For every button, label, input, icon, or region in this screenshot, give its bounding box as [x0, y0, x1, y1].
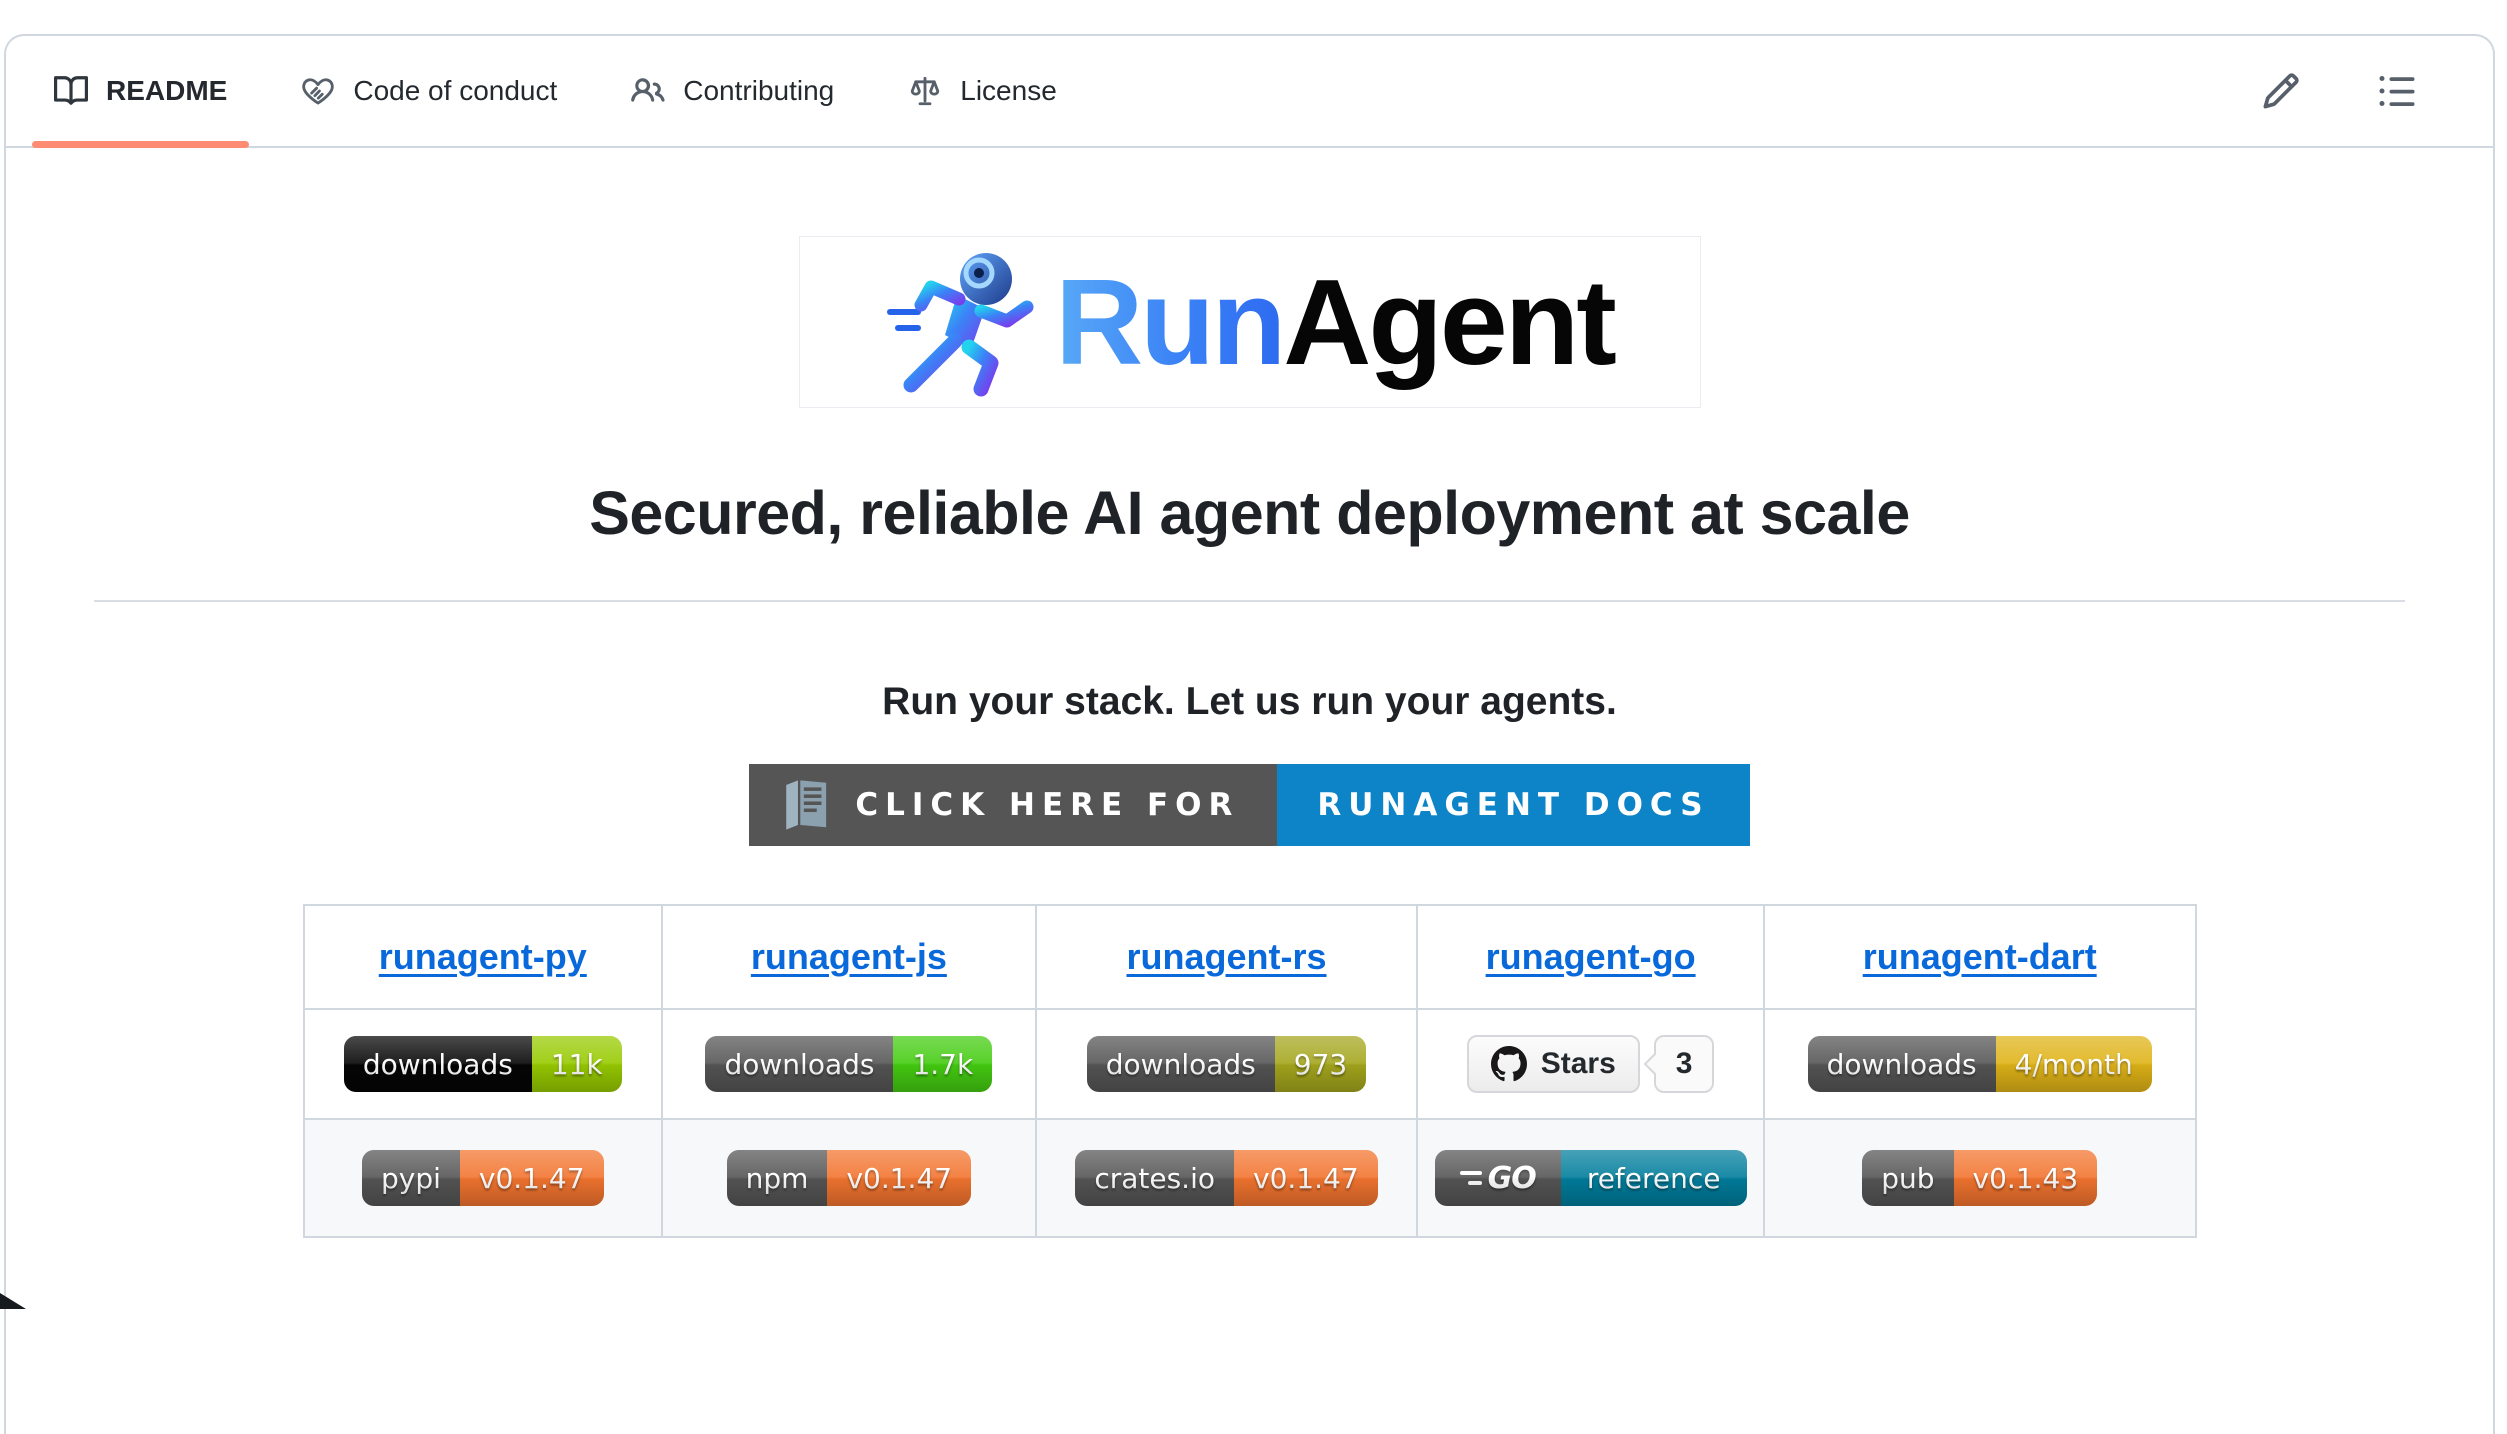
badge-value: 973	[1274, 1036, 1367, 1092]
edit-pencil-icon[interactable]	[2261, 71, 2301, 111]
badge-label: downloads	[705, 1036, 894, 1092]
stars-label: Stars	[1540, 1047, 1616, 1080]
badge-value: v0.1.47	[1234, 1150, 1378, 1206]
package-table-header-row: runagent-py runagent-js runagent-rs runa…	[302, 904, 2197, 1010]
book-icon	[54, 76, 88, 105]
badge-value: v0.1.43	[1953, 1150, 2098, 1206]
law-icon	[911, 76, 940, 106]
npm-downloads-badge[interactable]: downloads 1.7k	[705, 1036, 993, 1092]
badge-label: crates.io	[1075, 1150, 1234, 1206]
tab-readme[interactable]: README	[28, 36, 253, 148]
page-title: Secured, reliable AI agent deployment at…	[94, 478, 2405, 602]
crates-downloads-badge[interactable]: downloads 973	[1086, 1036, 1367, 1092]
crates-version-badge[interactable]: crates.io v0.1.47	[1075, 1150, 1378, 1206]
badge-label: pypi	[361, 1150, 460, 1206]
badge-value: v0.1.47	[459, 1150, 604, 1206]
version-row: pypi v0.1.47 npm v0.1.47 crates.io v0.1.…	[302, 1118, 2197, 1238]
pypi-version-badge[interactable]: pypi v0.1.47	[361, 1150, 604, 1206]
link-runagent-py[interactable]: runagent-py	[378, 936, 587, 977]
readme-tabbar: README Code of conduct Contributing Lice…	[6, 36, 2493, 148]
package-table: runagent-py runagent-js runagent-rs runa…	[302, 904, 2197, 1238]
npm-version-badge[interactable]: npm v0.1.47	[726, 1150, 972, 1206]
go-logo-icon: GO	[1454, 1161, 1542, 1196]
docs-badge-left: CLICK HERE FOR	[749, 764, 1278, 846]
badge-label: downloads	[1807, 1036, 1996, 1092]
brand-run-text: Run	[1055, 254, 1286, 390]
badge-value: 1.7k	[893, 1036, 993, 1092]
badge-label: downloads	[343, 1036, 532, 1092]
github-stars-badge[interactable]: Stars 3	[1466, 1035, 1715, 1093]
tab-contributing-label: Contributing	[683, 75, 835, 106]
go-logo-segment: GO	[1434, 1150, 1561, 1206]
running-robot-icon	[887, 253, 1034, 397]
badge-value: 11k	[531, 1036, 622, 1092]
tab-readme-label: README	[106, 75, 228, 106]
pub-downloads-badge[interactable]: downloads 4/month	[1807, 1036, 2152, 1092]
link-runagent-dart[interactable]: runagent-dart	[1862, 936, 2097, 977]
stars-button: Stars	[1466, 1035, 1640, 1093]
tab-code-of-conduct-label: Code of conduct	[353, 75, 558, 106]
brand-agent-text: Agent	[1283, 254, 1617, 390]
readme-card: README Code of conduct Contributing Lice…	[4, 34, 2495, 1434]
tagline: Run your stack. Let us run your agents.	[882, 680, 1617, 723]
runagent-docs-badge[interactable]: CLICK HERE FOR RUNAGENT DOCS	[749, 764, 1750, 846]
pypi-downloads-badge[interactable]: downloads 11k	[343, 1036, 622, 1092]
go-reference-badge[interactable]: GO reference	[1434, 1150, 1747, 1206]
tab-license[interactable]: License	[882, 36, 1083, 146]
stars-count: 3	[1653, 1035, 1715, 1093]
badge-value: 4/month	[1995, 1036, 2152, 1092]
read-the-docs-book-icon	[786, 780, 827, 830]
link-runagent-rs[interactable]: runagent-rs	[1126, 936, 1327, 977]
docs-badge-right: RUNAGENT DOCS	[1277, 764, 1750, 846]
link-runagent-js[interactable]: runagent-js	[750, 936, 947, 977]
badge-label: npm	[726, 1150, 828, 1206]
people-icon	[631, 78, 665, 102]
tab-code-of-conduct[interactable]: Code of conduct	[275, 36, 583, 146]
badge-value: reference	[1560, 1150, 1747, 1206]
outline-list-icon[interactable]	[2377, 71, 2417, 111]
github-octocat-icon	[1490, 1046, 1527, 1082]
pub-version-badge[interactable]: pub v0.1.43	[1862, 1150, 2098, 1206]
downloads-row: downloads 11k downloads 1.7k downloads 9…	[302, 1008, 2197, 1120]
docs-badge-left-label: CLICK HERE FOR	[855, 787, 1240, 823]
tab-license-label: License	[960, 75, 1057, 106]
badge-label: downloads	[1086, 1036, 1275, 1092]
link-runagent-go[interactable]: runagent-go	[1485, 936, 1696, 977]
tab-contributing[interactable]: Contributing	[605, 36, 860, 146]
badge-value: v0.1.47	[827, 1150, 972, 1206]
badge-label: pub	[1862, 1150, 1954, 1206]
code-of-conduct-icon	[302, 78, 335, 105]
tabbar-actions	[2261, 36, 2457, 146]
